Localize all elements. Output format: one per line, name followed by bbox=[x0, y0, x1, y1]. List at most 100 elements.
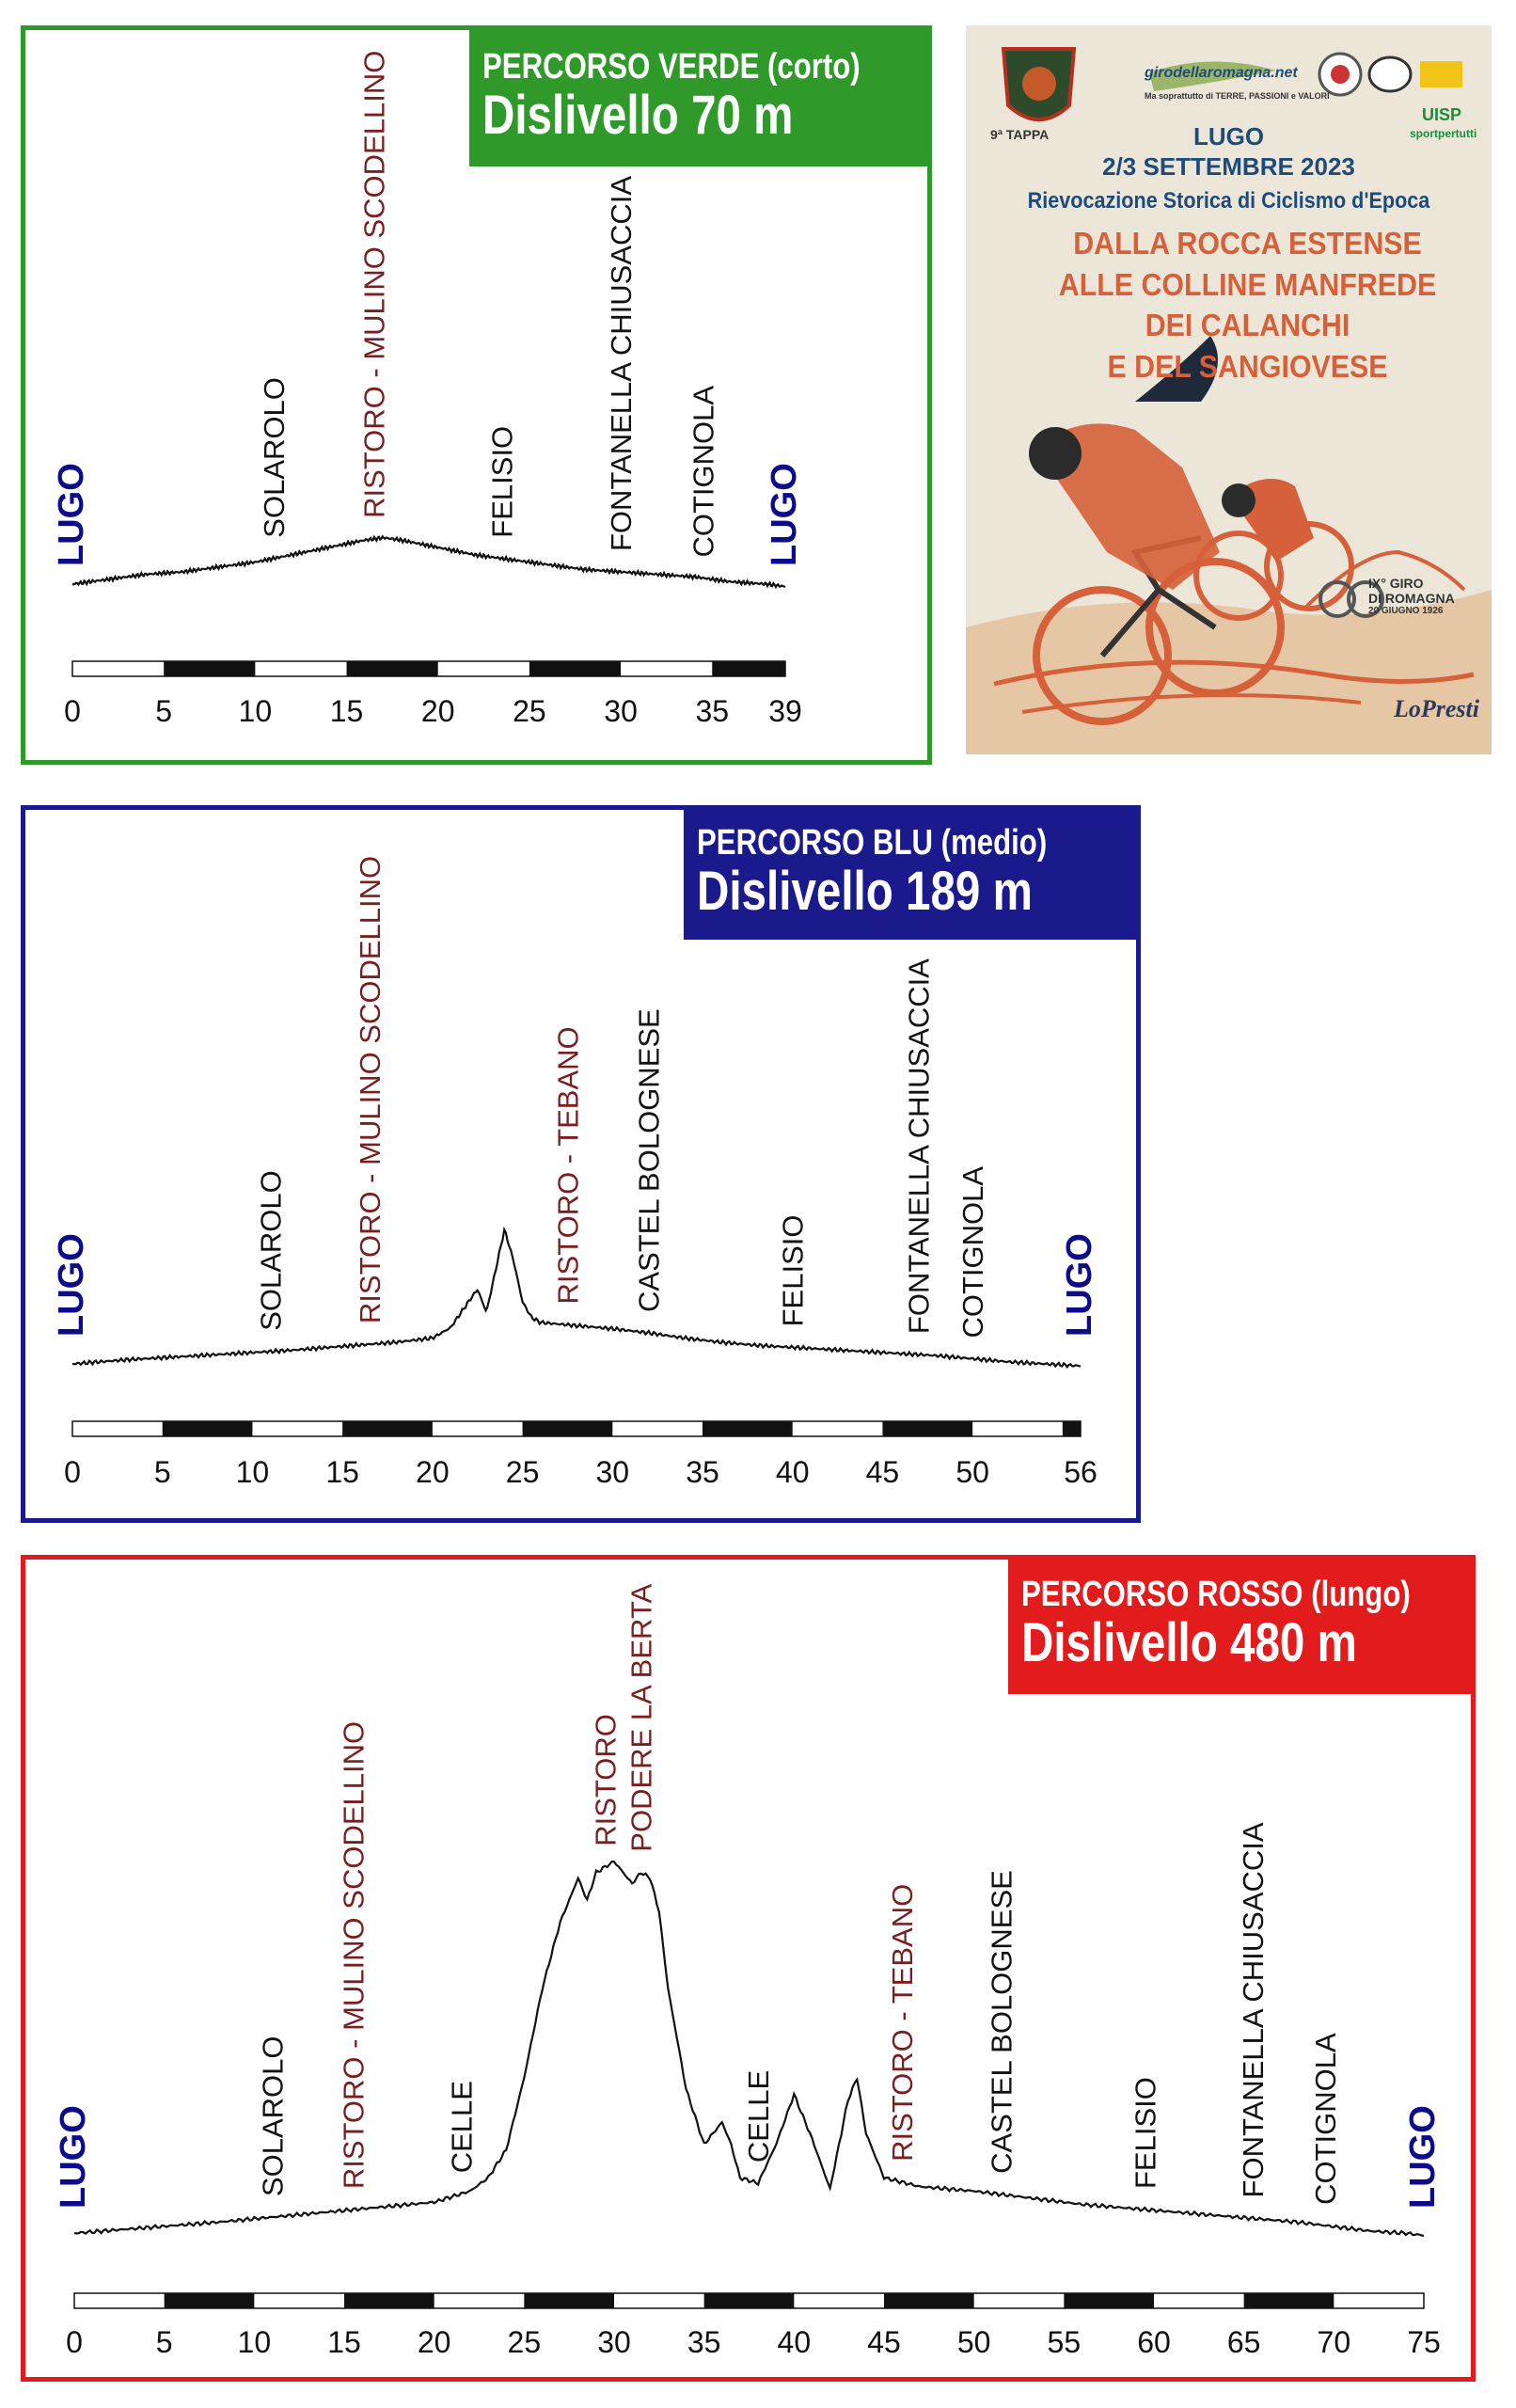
place-label: FELISIO bbox=[486, 426, 519, 538]
distance-scale-bar bbox=[73, 2292, 1425, 2309]
profile-panel-verde: PERCORSO VERDE (corto) Dislivello 70 m 0… bbox=[21, 25, 932, 765]
x-tick-label: 39 bbox=[768, 694, 802, 728]
ristoro-label: RISTORO - MULINO SCODELLINO bbox=[358, 51, 391, 518]
poster-city: LUGO bbox=[1192, 122, 1265, 150]
ristoro-label: PODERE LA BERTA bbox=[625, 1584, 658, 1852]
x-tick-label: 55 bbox=[1048, 2325, 1082, 2359]
place-label: FONTANELLA CHIUSACCIA bbox=[1237, 1822, 1270, 2197]
poster-subtitle: Rievocazione Storica di Ciclismo d'Epoca bbox=[1027, 188, 1430, 214]
poster-dates: 2/3 SETTEMBRE 2023 bbox=[1102, 152, 1355, 181]
x-tick-label: 30 bbox=[604, 694, 638, 728]
endpoint-label: LUGO bbox=[1403, 2105, 1443, 2209]
badge-2 bbox=[1367, 55, 1413, 93]
scale-segment bbox=[342, 1421, 433, 1436]
poster-logo-text: girodellaromagna.net bbox=[1145, 65, 1298, 81]
place-label: COTIGNOLA bbox=[1309, 2033, 1342, 2205]
profile-panel-rosso: PERCORSO ROSSO (lungo) Dislivello 480 m … bbox=[21, 1555, 1476, 2382]
endpoint-label: LUGO bbox=[54, 2105, 93, 2209]
panel-subtitle: Dislivello 189 m bbox=[697, 861, 1033, 922]
title-box-rosso: PERCORSO ROSSO (lungo) Dislivello 480 m bbox=[1008, 1560, 1476, 1694]
x-tick-label: 20 bbox=[421, 694, 455, 728]
x-tick-label: 30 bbox=[597, 2325, 631, 2359]
poster-signature: LoPresti bbox=[1394, 695, 1479, 722]
x-tick-label: 25 bbox=[506, 1455, 540, 1489]
badge-3 bbox=[1420, 61, 1462, 87]
panel-title: PERCORSO BLU (medio) bbox=[697, 823, 1048, 863]
scale-segment bbox=[703, 2293, 795, 2308]
x-tick-label: 25 bbox=[508, 2325, 542, 2359]
ristoro-label: RISTORO - TEBANO bbox=[551, 1026, 584, 1304]
place-label: SOLAROLO bbox=[255, 1170, 288, 1331]
x-tick-label: 20 bbox=[418, 2325, 451, 2359]
giro-emblem bbox=[1001, 47, 1077, 121]
x-tick-label: 45 bbox=[867, 2325, 901, 2359]
x-tick-label: 5 bbox=[155, 694, 172, 728]
scale-segment bbox=[522, 1421, 613, 1436]
place-label: FELISIO bbox=[1129, 2077, 1161, 2189]
x-tick-label: 65 bbox=[1227, 2325, 1261, 2359]
panel-title: PERCORSO ROSSO (lungo) bbox=[1021, 1575, 1411, 1614]
x-tick-label: 25 bbox=[513, 694, 546, 728]
giro-logo-swirl bbox=[1149, 61, 1276, 91]
place-label: FONTANELLA CHIUSACCIA bbox=[903, 958, 936, 1334]
headline-line: DEI CALANCHI bbox=[1145, 308, 1350, 343]
place-label: COTIGNOLA bbox=[687, 386, 720, 558]
endpoint-label: LUGO bbox=[765, 463, 804, 566]
scale-segment bbox=[162, 1421, 253, 1436]
poster-headline: DALLA ROCCA ESTENSE ALLE COLLINE MANFRED… bbox=[1023, 223, 1472, 387]
scale-segment bbox=[1064, 2293, 1154, 2308]
ristoro-label: RISTORO - MULINO SCODELLINO bbox=[354, 856, 387, 1323]
x-tick-label: 0 bbox=[64, 1455, 81, 1489]
headline-line: E DEL SANGIOVESE bbox=[1107, 348, 1388, 384]
x-tick-label: 40 bbox=[778, 2325, 812, 2359]
x-tick-label: 50 bbox=[957, 2325, 991, 2359]
poster-artwork bbox=[966, 47, 1492, 754]
headline-line: ALLE COLLINE MANFREDE bbox=[1058, 266, 1437, 302]
scale-segment bbox=[703, 1421, 793, 1436]
place-label: CELLE bbox=[742, 2070, 775, 2162]
scale-segment bbox=[346, 661, 438, 676]
x-tick-label: 5 bbox=[156, 2325, 173, 2359]
place-label: CASTEL BOLOGNESE bbox=[985, 1870, 1018, 2174]
scale-segment bbox=[164, 661, 256, 676]
x-tick-label: 35 bbox=[686, 1455, 719, 1489]
scale-segment bbox=[529, 661, 622, 676]
place-label: SOLAROLO bbox=[258, 377, 291, 538]
place-label: COTIGNOLA bbox=[956, 1166, 989, 1339]
place-label: FONTANELLA CHIUSACCIA bbox=[605, 176, 638, 551]
panel-subtitle: Dislivello 70 m bbox=[482, 85, 794, 146]
x-tick-label: 40 bbox=[776, 1455, 810, 1489]
ristoro-label: RISTORO bbox=[589, 1714, 622, 1846]
title-box-blu: PERCORSO BLU (medio) Dislivello 189 m bbox=[684, 810, 1141, 940]
scale-segment bbox=[164, 2293, 255, 2308]
place-label: CASTEL BOLOGNESE bbox=[633, 1008, 666, 1312]
x-tick-label: 30 bbox=[595, 1455, 629, 1489]
x-tick-label: 0 bbox=[64, 694, 81, 728]
x-tick-label: 35 bbox=[695, 694, 729, 728]
endpoint-label: LUGO bbox=[52, 1233, 91, 1337]
x-tick-label: 15 bbox=[325, 1455, 359, 1489]
panel-title: PERCORSO VERDE (corto) bbox=[482, 47, 861, 87]
place-label: FELISIO bbox=[777, 1215, 810, 1327]
poster-uisp-sub: sportpertutti bbox=[1410, 127, 1477, 140]
x-tick-label: 56 bbox=[1064, 1455, 1098, 1489]
poster-uisp: UISP bbox=[1422, 105, 1462, 124]
headline-line: DALLA ROCCA ESTENSE bbox=[1073, 226, 1422, 261]
poster-caption: IX° GIRO DI ROMAGNA 20 GIUGNO 1926 bbox=[1368, 576, 1455, 617]
elevation-line bbox=[73, 1860, 1425, 2238]
distance-scale-bar bbox=[71, 660, 786, 677]
x-tick-label: 70 bbox=[1318, 2325, 1351, 2359]
x-tick-label: 15 bbox=[327, 2325, 361, 2359]
x-tick-label: 10 bbox=[239, 694, 273, 728]
x-tick-label: 20 bbox=[416, 1455, 450, 1489]
x-tick-label: 75 bbox=[1407, 2325, 1441, 2359]
x-tick-label: 10 bbox=[236, 1455, 270, 1489]
elevation-line bbox=[71, 534, 786, 590]
place-label: SOLAROLO bbox=[256, 2036, 289, 2197]
ristoro-label: RISTORO - TEBANO bbox=[886, 1884, 919, 2162]
scale-segment bbox=[344, 2293, 434, 2308]
scale-segment bbox=[884, 2293, 974, 2308]
